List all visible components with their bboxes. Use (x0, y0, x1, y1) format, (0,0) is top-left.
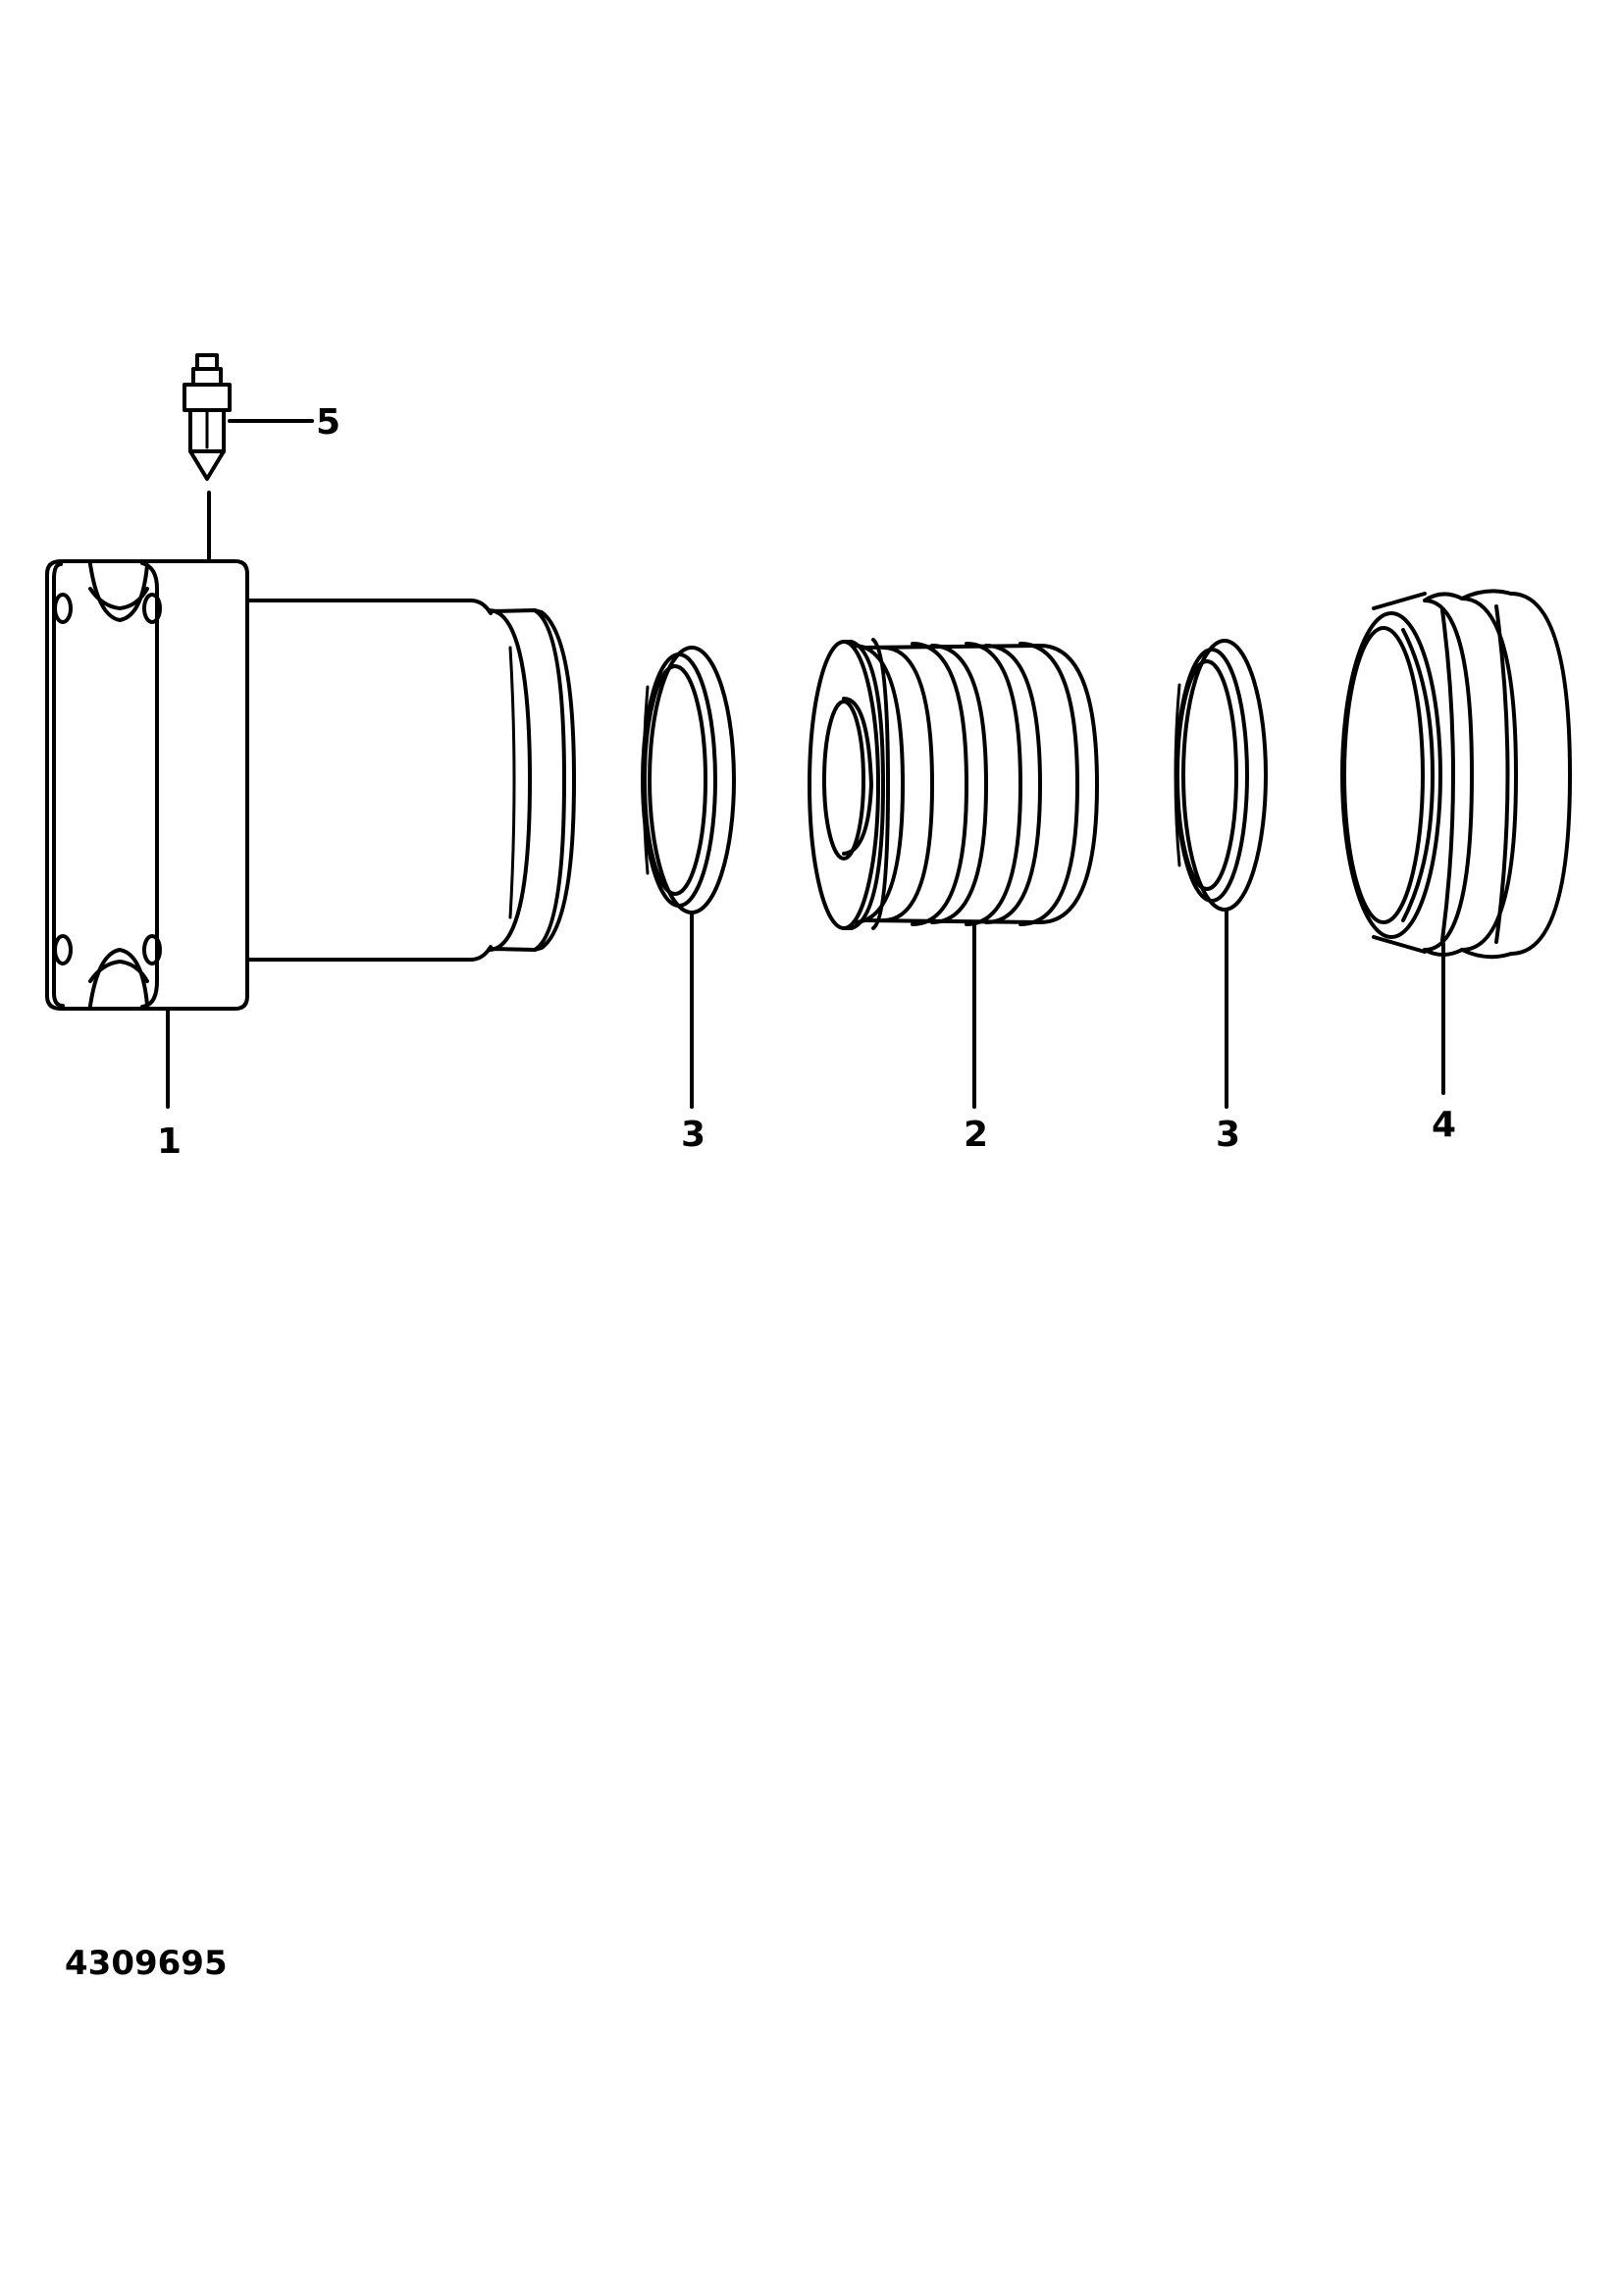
seal-right (1174, 639, 1268, 912)
callout-3-left: 3 (681, 1115, 705, 1155)
figure-number: 4309695 (65, 1944, 228, 1983)
callout-2: 2 (964, 1115, 988, 1155)
callout-1: 1 (157, 1122, 182, 1162)
seal-left (641, 646, 736, 914)
callout-4: 4 (1432, 1105, 1456, 1145)
leader-lines (166, 419, 1445, 1109)
callout-5: 5 (316, 402, 340, 443)
callout-3-right: 3 (1216, 1115, 1240, 1155)
housing (45, 559, 576, 1011)
boot (1340, 589, 1572, 960)
callout-labels: 5 1 3 2 3 4 (157, 402, 1456, 1162)
piston (808, 638, 1099, 930)
bleed-screw (183, 353, 232, 481)
